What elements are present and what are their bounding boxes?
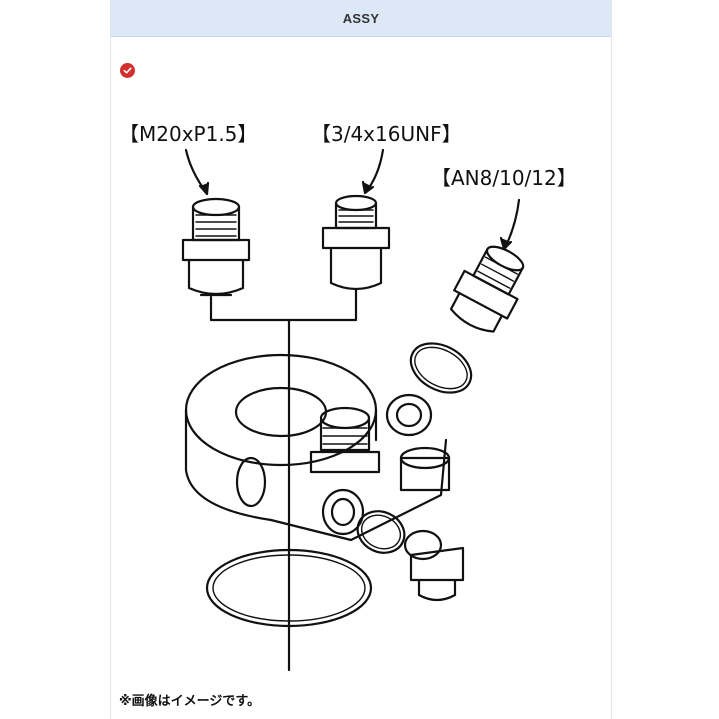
o-ring-base (205, 548, 373, 628)
label-m20-thread: 【M20xP1.5】 (119, 122, 258, 146)
image-disclaimer-note: ※画像はイメージです。 (119, 694, 261, 709)
label-an-fitting: 【AN8/10/12】 (431, 166, 577, 190)
connector-lines (209, 288, 358, 672)
o-ring-side (356, 510, 406, 554)
leader-arrows (184, 148, 521, 251)
content-panel: ASSY 【M20xP1.5】 【3/4x16UNF】 【AN8/10/12】 (110, 0, 612, 719)
oil-filter-adapter-diagram (181, 148, 525, 672)
check-circle-icon (120, 63, 135, 78)
section-title: ASSY (342, 10, 380, 26)
o-ring-upper (409, 342, 473, 394)
adapter-body (184, 353, 451, 542)
m20-fitting (181, 197, 251, 297)
drain-plug (403, 529, 465, 602)
label-unf-thread: 【3/4x16UNF】 (311, 122, 462, 146)
unf-fitting (321, 194, 391, 291)
an-fitting (449, 245, 525, 333)
section-header: ASSY (111, 0, 611, 37)
